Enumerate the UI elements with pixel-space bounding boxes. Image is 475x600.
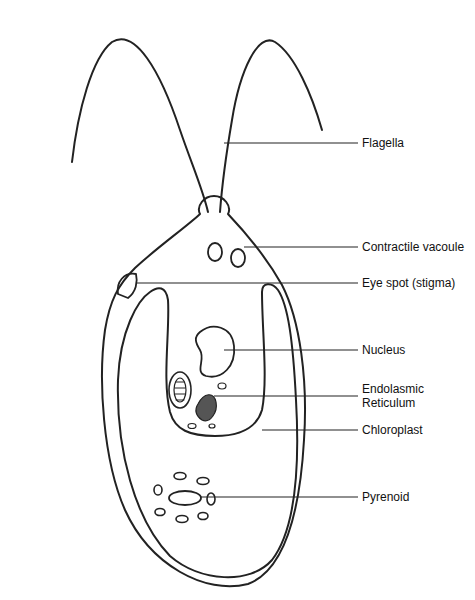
leader-line xyxy=(224,142,358,143)
organelle-cristae xyxy=(175,382,185,400)
vesicle xyxy=(188,424,196,429)
part-label: Contractile vacoule xyxy=(362,240,464,254)
leader-line xyxy=(244,246,358,247)
part-label: Chloroplast xyxy=(362,423,423,437)
organelle xyxy=(169,372,191,408)
pyrenoid xyxy=(169,491,201,505)
vesicle xyxy=(209,424,215,428)
part-label: Endolasmic Reticulum xyxy=(362,382,440,410)
part-label: Pyrenoid xyxy=(362,490,409,504)
cell-wall xyxy=(102,196,305,586)
leader-line xyxy=(214,395,358,396)
endoplasmic-reticulum xyxy=(196,395,216,421)
contractile-vacuole xyxy=(231,249,245,267)
nucleus xyxy=(196,327,234,377)
contractile-vacuole xyxy=(208,243,222,261)
eye-spot xyxy=(118,274,137,298)
leader-line xyxy=(200,496,358,497)
leader-line xyxy=(262,429,358,430)
part-label: Eye spot (stigma) xyxy=(362,276,455,290)
organelle xyxy=(174,378,186,402)
flagellum xyxy=(72,39,208,212)
leader-line xyxy=(224,349,358,350)
part-label: Flagella xyxy=(362,136,404,150)
flagellum xyxy=(220,40,322,212)
part-label: Nucleus xyxy=(362,343,405,357)
chloroplast-outline xyxy=(118,284,297,577)
vesicle xyxy=(218,383,226,389)
leader-line xyxy=(136,282,358,283)
